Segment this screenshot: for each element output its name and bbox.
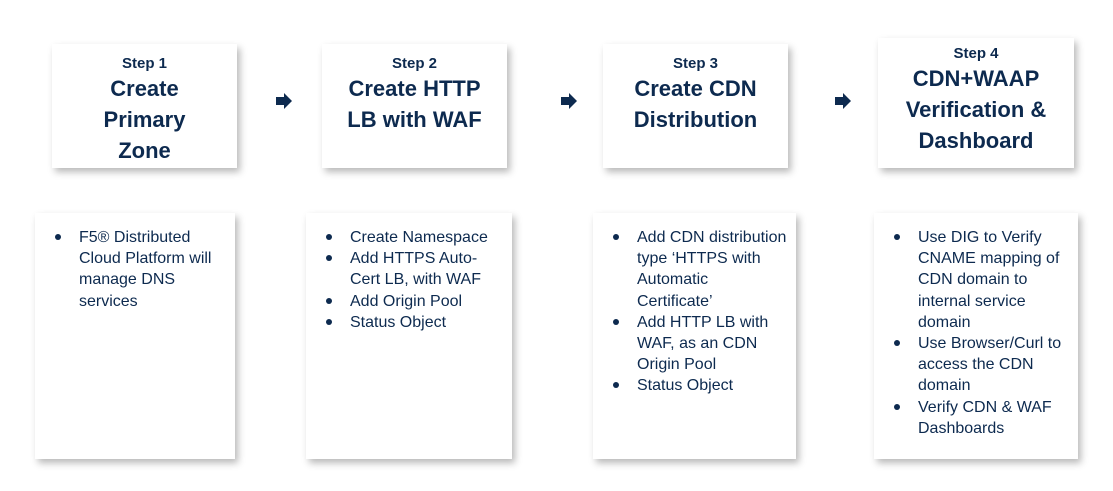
step-4-details: Use DIG to Verify CNAME mapping of CDN d…	[874, 213, 1078, 459]
step-4-bullet-2: Use Browser/Curl to access the CDN domai…	[888, 333, 1070, 397]
step-3-label: Step 3	[672, 55, 718, 72]
step-2-bullet-1: Create Namespace	[320, 227, 504, 248]
step-2-bullet-2: Add HTTPS Auto-Cert LB, with WAF	[320, 248, 504, 290]
right-arrow-icon	[276, 93, 292, 109]
step-2-label: Step 2	[391, 55, 437, 72]
step-2-bullet-4: Status Object	[320, 312, 504, 333]
step-2-bullet-list: Create Namespace Add HTTPS Auto-Cert LB,…	[320, 227, 504, 333]
step-1-header: Step 1 Create Primary Zone	[52, 44, 237, 168]
step-1-title-line-3: Zone	[118, 138, 171, 163]
step-4-title-line-1: CDN+WAAP	[912, 66, 1040, 91]
step-4-bullet-list: Use DIG to Verify CNAME mapping of CDN d…	[888, 227, 1070, 439]
step-3-bullet-3: Status Object	[607, 375, 788, 396]
step-1-title-line-2: Primary	[103, 107, 186, 132]
step-3-header: Step 3 Create CDN Distribution	[603, 44, 788, 168]
step-3-bullet-list: Add CDN distribution type ‘HTTPS with Au…	[607, 227, 788, 397]
step-3-title-line-2: Distribution	[633, 107, 758, 132]
step-4-label: Step 4	[953, 45, 999, 62]
step-1-bullet-1: F5® Distributed Cloud Platform will mana…	[49, 227, 227, 312]
step-2-details: Create Namespace Add HTTPS Auto-Cert LB,…	[306, 213, 512, 459]
step-4-bullet-1: Use DIG to Verify CNAME mapping of CDN d…	[888, 227, 1070, 333]
step-3-bullet-2: Add HTTP LB with WAF, as an CDN Origin P…	[607, 312, 788, 376]
step-3-details: Add CDN distribution type ‘HTTPS with Au…	[593, 213, 796, 459]
step-4-header: Step 4 CDN+WAAP Verification & Dashboard	[878, 38, 1074, 168]
step-2-bullet-3: Add Origin Pool	[320, 291, 504, 312]
step-1-details: F5® Distributed Cloud Platform will mana…	[35, 213, 235, 459]
step-1-title-line-1: Create	[110, 76, 179, 101]
step-3-title-line-1: Create CDN	[634, 76, 757, 101]
step-2-header: Step 2 Create HTTP LB with WAF	[322, 44, 507, 168]
step-4-title-line-2: Verification &	[905, 97, 1047, 122]
step-1-bullet-list: F5® Distributed Cloud Platform will mana…	[49, 227, 227, 312]
right-arrow-icon	[561, 93, 577, 109]
step-2-title-line-1: Create HTTP	[348, 76, 481, 101]
step-1-label: Step 1	[121, 55, 167, 72]
step-2-title-line-2: LB with WAF	[347, 107, 482, 132]
right-arrow-icon	[835, 93, 851, 109]
step-4-bullet-3: Verify CDN & WAF Dashboards	[888, 397, 1070, 439]
step-4-title-line-3: Dashboard	[918, 128, 1034, 153]
step-3-bullet-1: Add CDN distribution type ‘HTTPS with Au…	[607, 227, 788, 312]
